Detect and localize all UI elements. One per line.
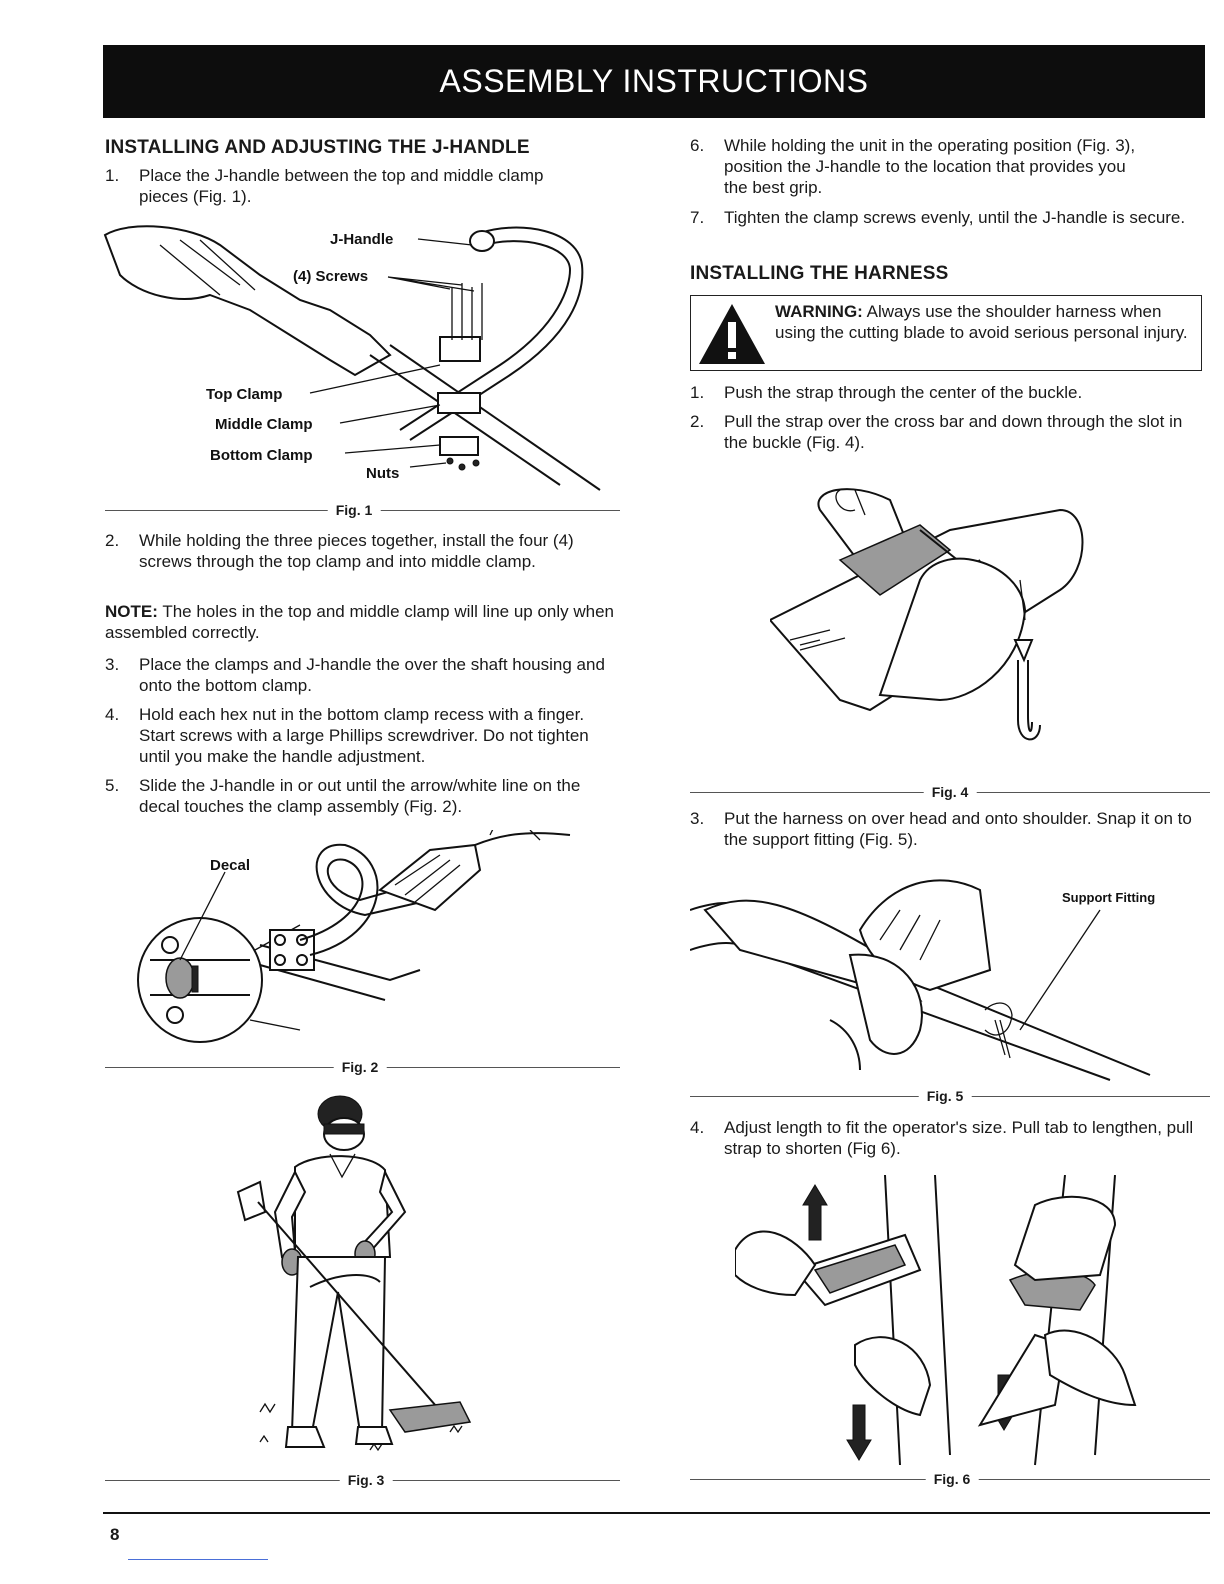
step-text: Slide the J-handle in or out until the a… [139, 776, 581, 816]
label-bottom-clamp: Bottom Clamp [210, 447, 313, 464]
figure-4-caption: Fig. 4 [923, 784, 977, 800]
figure-3-caption: Fig. 3 [339, 1472, 393, 1488]
figure-1-caption: Fig. 1 [327, 502, 381, 518]
step-item: 2. While holding the three pieces togeth… [105, 530, 620, 572]
page-title: ASSEMBLY INSTRUCTIONS [439, 63, 869, 99]
step-item: 5. Slide the J-handle in or out until th… [105, 775, 620, 817]
figure-5-support-fitting: Support Fitting [690, 879, 1155, 1081]
figure-6-length-adjustment [735, 1175, 1137, 1466]
step-number: 4. [105, 705, 120, 724]
figure-1-j-handle-assembly: J-Handle (4) Screws Top Clamp Middle Cla… [103, 225, 601, 491]
label-middle-clamp: Middle Clamp [215, 416, 313, 433]
step-number: 3. [690, 809, 705, 828]
page-title-banner: ASSEMBLY INSTRUCTIONS [103, 45, 1205, 118]
label-support-fitting: Support Fitting [1062, 890, 1155, 905]
figure-2-decal-alignment: Decal [137, 830, 571, 1043]
label-decal: Decal [210, 857, 250, 874]
step-number: 2. [105, 531, 120, 550]
step-item: 1. Push the strap through the center of … [690, 382, 1205, 403]
warning-text: Always use the shoulder harness when usi… [775, 302, 1188, 342]
section-heading-j-handle: INSTALLING AND ADJUSTING THE J-HANDLE [105, 137, 530, 158]
step-text: Hold each hex nut in the bottom clamp re… [139, 705, 589, 766]
step-text: Adjust length to fit the operator's size… [724, 1118, 1194, 1158]
step-number: 6. [690, 136, 705, 155]
step-text: Place the J-handle between the top and m… [139, 166, 544, 206]
step-item: 1. Place the J-handle between the top an… [105, 165, 585, 207]
step-number: 4. [690, 1118, 705, 1137]
step-text: Push the strap through the center of the… [724, 383, 1083, 402]
warning-triangle-icon [699, 304, 765, 364]
note-text: The holes in the top and middle clamp wi… [105, 602, 615, 642]
step-text: Tighten the clamp screws evenly, until t… [724, 208, 1186, 227]
note: NOTE: The holes in the top and middle cl… [105, 601, 620, 643]
bottom-link-underline [128, 1559, 268, 1560]
step-number: 2. [690, 412, 705, 431]
step-text: While holding the unit in the operating … [724, 136, 1136, 197]
step-item: 4. Hold each hex nut in the bottom clamp… [105, 704, 620, 767]
warning-text-block: WARNING: Always use the shoulder harness… [775, 301, 1197, 343]
step-text: Put the harness on over head and onto sh… [724, 809, 1192, 849]
step-number: 7. [690, 208, 705, 227]
step-item: 7. Tighten the clamp screws evenly, unti… [690, 207, 1205, 228]
warning-box: WARNING: Always use the shoulder harness… [690, 295, 1202, 371]
step-text: Place the clamps and J-handle the over t… [139, 655, 605, 695]
step-item: 6. While holding the unit in the operati… [690, 135, 1205, 198]
section-heading-harness: INSTALLING THE HARNESS [690, 263, 949, 284]
step-item: 3. Place the clamps and J-handle the ove… [105, 654, 620, 696]
note-label: NOTE: [105, 602, 158, 621]
step-text: While holding the three pieces together,… [139, 531, 574, 571]
step-number: 3. [105, 655, 120, 674]
figure-3-operator [236, 1095, 472, 1452]
page-number: 8 [110, 1525, 120, 1544]
step-item: 4. Adjust length to fit the operator's s… [690, 1117, 1205, 1159]
step-item: 3. Put the harness on over head and onto… [690, 808, 1205, 850]
footer-rule [103, 1512, 1210, 1514]
step-number: 5. [105, 776, 120, 795]
step-text: Pull the strap over the cross bar and do… [724, 412, 1183, 452]
step-number: 1. [690, 383, 705, 402]
figure-2-caption: Fig. 2 [333, 1059, 387, 1075]
figure-6-caption: Fig. 6 [925, 1471, 979, 1487]
label-screws: (4) Screws [293, 268, 368, 285]
label-nuts: Nuts [366, 465, 399, 482]
figure-5-caption: Fig. 5 [918, 1088, 972, 1104]
figure-4-buckle-strap [770, 488, 1084, 741]
warning-label: WARNING: [775, 302, 863, 321]
step-number: 1. [105, 166, 120, 185]
label-j-handle: J-Handle [330, 231, 393, 248]
label-top-clamp: Top Clamp [206, 386, 282, 403]
step-item: 2. Pull the strap over the cross bar and… [690, 411, 1205, 453]
